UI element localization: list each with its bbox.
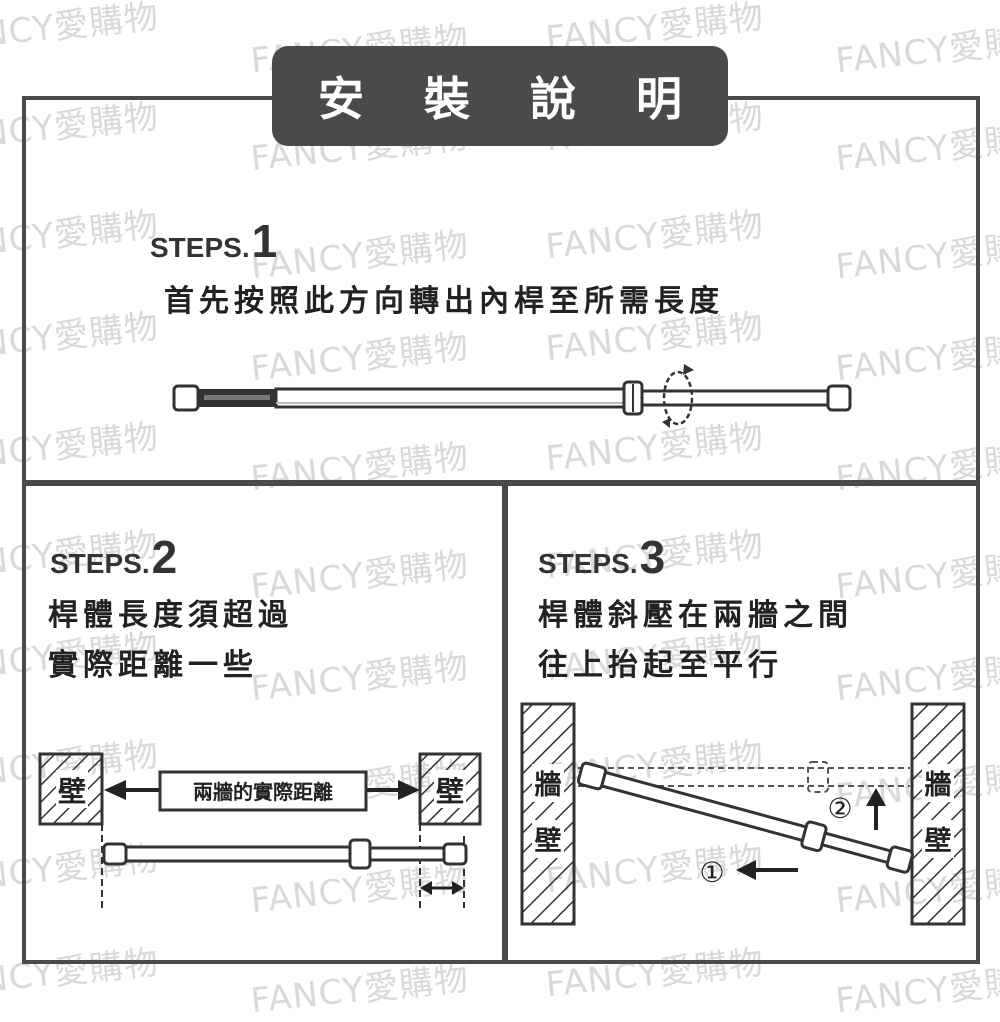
step2-text-line2: 實際距離一些 bbox=[48, 648, 258, 683]
wall-left: 壁 bbox=[38, 752, 104, 826]
step3-label: STEPS.3 bbox=[538, 531, 666, 583]
step1-text: 首先按照此方向轉出內桿至所需長度 bbox=[164, 284, 724, 319]
wall-right-label-top: 牆 bbox=[925, 770, 952, 801]
page-title: 安 裝 說 明 bbox=[317, 72, 705, 126]
wall-left-label-bottom: 壁 bbox=[535, 826, 562, 857]
step3-text-line1: 桿體斜壓在兩牆之間 bbox=[538, 598, 853, 633]
wall-left: 牆 壁 bbox=[520, 702, 576, 926]
rotate-arrow-icon bbox=[662, 364, 694, 428]
watermark-text: FANCY愛購物 bbox=[0, 0, 161, 60]
step2-label: STEPS.2 bbox=[50, 531, 178, 583]
left-arrow-icon bbox=[736, 860, 798, 880]
step2-rod bbox=[102, 838, 468, 870]
rod-inner-tube bbox=[640, 389, 830, 407]
marker-2: ② bbox=[827, 792, 852, 825]
step3-figure: 牆 壁 牆 壁 ② ① bbox=[520, 702, 966, 926]
wall-right: 牆 壁 bbox=[910, 702, 966, 926]
wall-left-label-top: 牆 bbox=[535, 770, 562, 801]
step3-text-line2: 往上抬起至平行 bbox=[538, 648, 783, 683]
rod-outer-tube bbox=[274, 387, 628, 409]
step1-number: 1 bbox=[251, 215, 278, 267]
marker-1: ① bbox=[699, 856, 724, 889]
step2-label-word: STEPS bbox=[50, 548, 142, 579]
tilted-rod bbox=[576, 761, 914, 874]
step1-rod-figure bbox=[172, 364, 852, 428]
step1-label: STEPS.1 bbox=[150, 215, 278, 267]
step2-text-line1: 桿體長度須超過 bbox=[48, 598, 293, 633]
step3-label-word: STEPS bbox=[538, 548, 630, 579]
step3-panel bbox=[504, 482, 980, 964]
watermark-text: FANCY愛購物 bbox=[833, 18, 1000, 82]
step2-figure: 壁 壁 兩牆的實際距離 bbox=[38, 752, 482, 908]
rod-end-cap bbox=[172, 384, 200, 412]
distance-label-box bbox=[158, 770, 368, 812]
step1-label-word: STEPS bbox=[150, 232, 242, 263]
wall-right-label-bottom: 壁 bbox=[925, 826, 952, 857]
distance-label: 兩牆的實際距離 bbox=[193, 780, 333, 804]
dimension-arrow-icon bbox=[420, 881, 464, 895]
up-arrow-icon bbox=[866, 788, 886, 830]
step2-number: 2 bbox=[151, 531, 178, 583]
rod-end-cap bbox=[826, 384, 852, 412]
step3-number: 3 bbox=[639, 531, 666, 583]
title-tab: 安 裝 說 明 bbox=[272, 46, 728, 146]
wall-right-label: 壁 bbox=[436, 775, 464, 808]
wall-right: 壁 bbox=[418, 752, 482, 826]
wall-left-label: 壁 bbox=[58, 775, 86, 808]
